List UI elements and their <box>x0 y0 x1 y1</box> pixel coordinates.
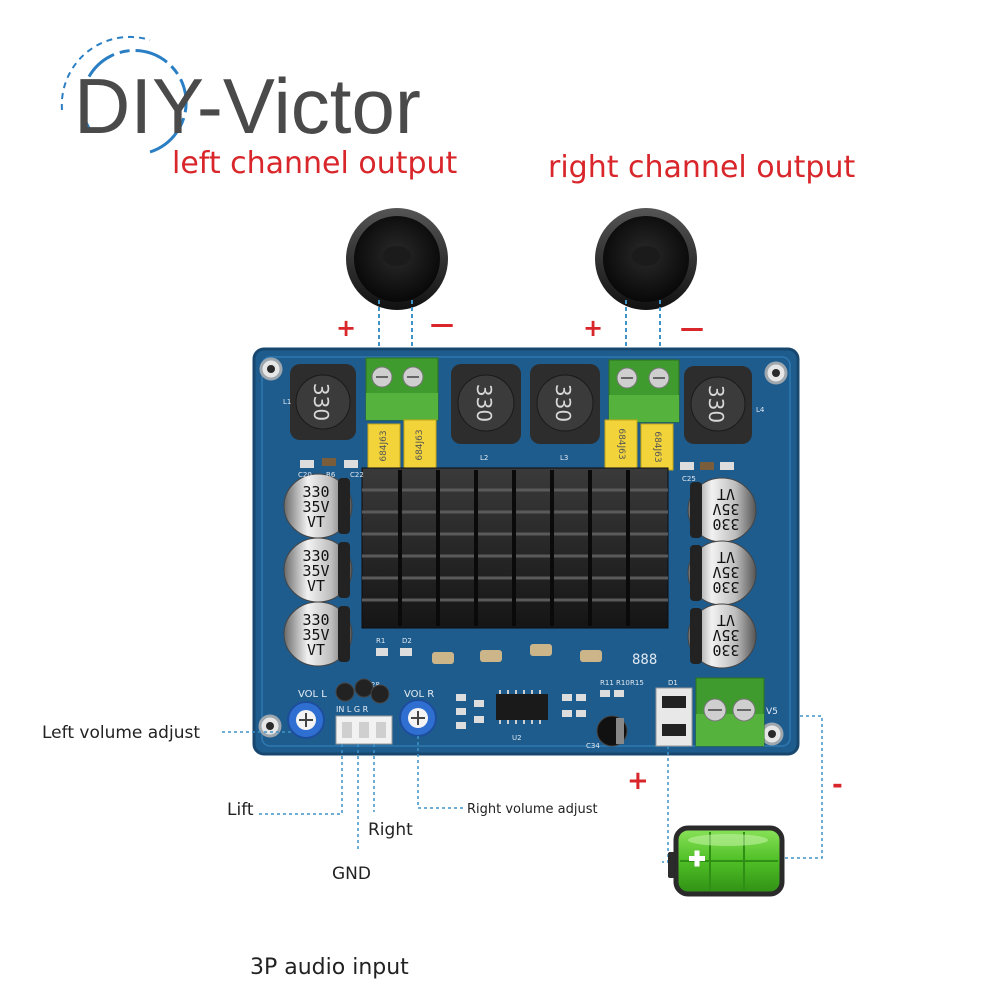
input-pins-label: IN L G R <box>336 705 369 714</box>
ref-r10: R10 <box>616 679 630 687</box>
audio-input-label: 3P audio input <box>250 955 409 980</box>
audio-input-connector <box>335 715 393 745</box>
cap-series: VT <box>307 641 325 659</box>
logo-ring-outer <box>60 35 151 111</box>
cap-voltage: 35V <box>302 626 329 644</box>
right-volume-label: Right volume adjust <box>467 802 598 817</box>
ref-c25: C25 <box>682 475 696 483</box>
cap-series: VT <box>307 577 325 595</box>
cap-value: 330 <box>302 611 329 629</box>
ref-l1: L1 <box>283 398 291 406</box>
right-speaker-terminal <box>608 359 680 423</box>
ref-l3: L3 <box>560 454 568 462</box>
left-volume-label: Left volume adjust <box>42 723 200 743</box>
left-speaker-terminal <box>365 357 439 421</box>
ref-r6: R6 <box>326 471 336 479</box>
electrolytic-cap: 330 35V VT <box>687 477 757 543</box>
cap-voltage: 35V <box>712 563 739 581</box>
brand-logo: DIY-Victor <box>60 35 421 154</box>
film-cap-mark: 684J63 <box>652 431 662 462</box>
left-volume-pot[interactable] <box>287 701 325 739</box>
cap-voltage: 35V <box>712 500 739 518</box>
cap-series: VT <box>717 548 735 566</box>
left-electrolytic-caps: 330 35V VT 330 35V VT 330 35V VT <box>283 473 353 667</box>
ref-r1: R1 <box>376 637 385 645</box>
film-cap-mark: 684J63 <box>415 429 425 460</box>
ref-c20: C20 <box>298 471 312 479</box>
film-cap-mark: 684J63 <box>379 430 389 461</box>
left-plus-mark: + <box>336 314 356 342</box>
smd-components <box>300 458 734 729</box>
ref-r11: R11 <box>600 679 614 687</box>
right-plus-mark: + <box>583 314 603 342</box>
ref-d1: D1 <box>668 679 678 687</box>
ref-u2: U2 <box>512 734 522 742</box>
cap-voltage: 35V <box>712 626 739 644</box>
right-volume-pot[interactable] <box>399 699 437 737</box>
right-speaker <box>595 208 697 310</box>
cap-value: 330 <box>712 515 739 533</box>
ref-c22: C22 <box>350 471 364 479</box>
inductor-mark: 330 <box>551 384 575 422</box>
cap-voltage: 35V <box>302 498 329 516</box>
right-channel-title: right channel output <box>548 150 855 185</box>
silk-digits: 888 <box>632 652 657 668</box>
cap-voltage: 35V <box>302 562 329 580</box>
inductor-refs: L1 L2 L3 L4 <box>283 398 765 462</box>
left-speaker <box>346 208 448 310</box>
inductor-l2: 330 <box>451 364 521 444</box>
cap-value: 330 <box>712 641 739 659</box>
right-electrolytic-caps: 330 35V VT 330 35V VT 330 35V <box>687 477 757 669</box>
power-plus-mark: + <box>627 766 649 796</box>
input-coupling-caps <box>335 678 628 747</box>
gnd-label: GND <box>332 864 371 884</box>
ref-l4: L4 <box>756 406 765 414</box>
mounting-holes <box>258 357 788 746</box>
cap-value: 330 <box>302 547 329 565</box>
inductor-l4: 330 <box>684 366 752 444</box>
pcb-board: 330 330 330 330 <box>252 347 800 756</box>
logo-ring <box>80 49 188 154</box>
inductor-l1: 330 <box>290 364 356 440</box>
ref-d2: D2 <box>402 637 412 645</box>
inductor-mark: 330 <box>472 384 496 422</box>
power-ref: V5 <box>766 707 778 717</box>
right-label: Right <box>368 820 413 840</box>
inductor-mark: 330 <box>704 385 728 423</box>
brand-name: DIY-Victor <box>74 62 421 150</box>
ref-l2: L2 <box>480 454 488 462</box>
battery-icon <box>668 825 785 897</box>
electrolytic-cap: 330 35V VT <box>687 603 757 669</box>
ref-c34: C34 <box>586 742 600 750</box>
power-terminal: V5 <box>655 677 778 747</box>
power-minus-mark: - <box>832 770 843 800</box>
inductor-l3: 330 <box>530 364 600 444</box>
left-channel-title: left channel output <box>172 146 458 181</box>
heatsink <box>361 467 669 629</box>
ic-chip <box>496 690 548 724</box>
vol-l-label: VOL L <box>298 689 327 700</box>
electrolytic-cap: 330 35V VT <box>283 537 353 603</box>
cap-series: VT <box>307 513 325 531</box>
cap-series: VT <box>717 485 735 503</box>
right-minus-mark: — <box>680 314 704 342</box>
left-minus-mark: — <box>430 310 454 338</box>
electrolytic-cap: 330 35V VT <box>283 601 353 667</box>
inductor-mark: 330 <box>309 383 333 421</box>
cap-value: 330 <box>712 578 739 596</box>
cap-series: VT <box>717 611 735 629</box>
electrolytic-cap: 330 35V VT <box>687 540 757 606</box>
ref-r15: R15 <box>630 679 644 687</box>
film-cap-mark: 684J63 <box>616 428 626 459</box>
cap-value: 330 <box>302 483 329 501</box>
vol-r-label: VOL R <box>404 689 434 700</box>
lift-label: Lift <box>227 800 254 820</box>
electrolytic-cap: 330 35V VT <box>283 473 353 539</box>
